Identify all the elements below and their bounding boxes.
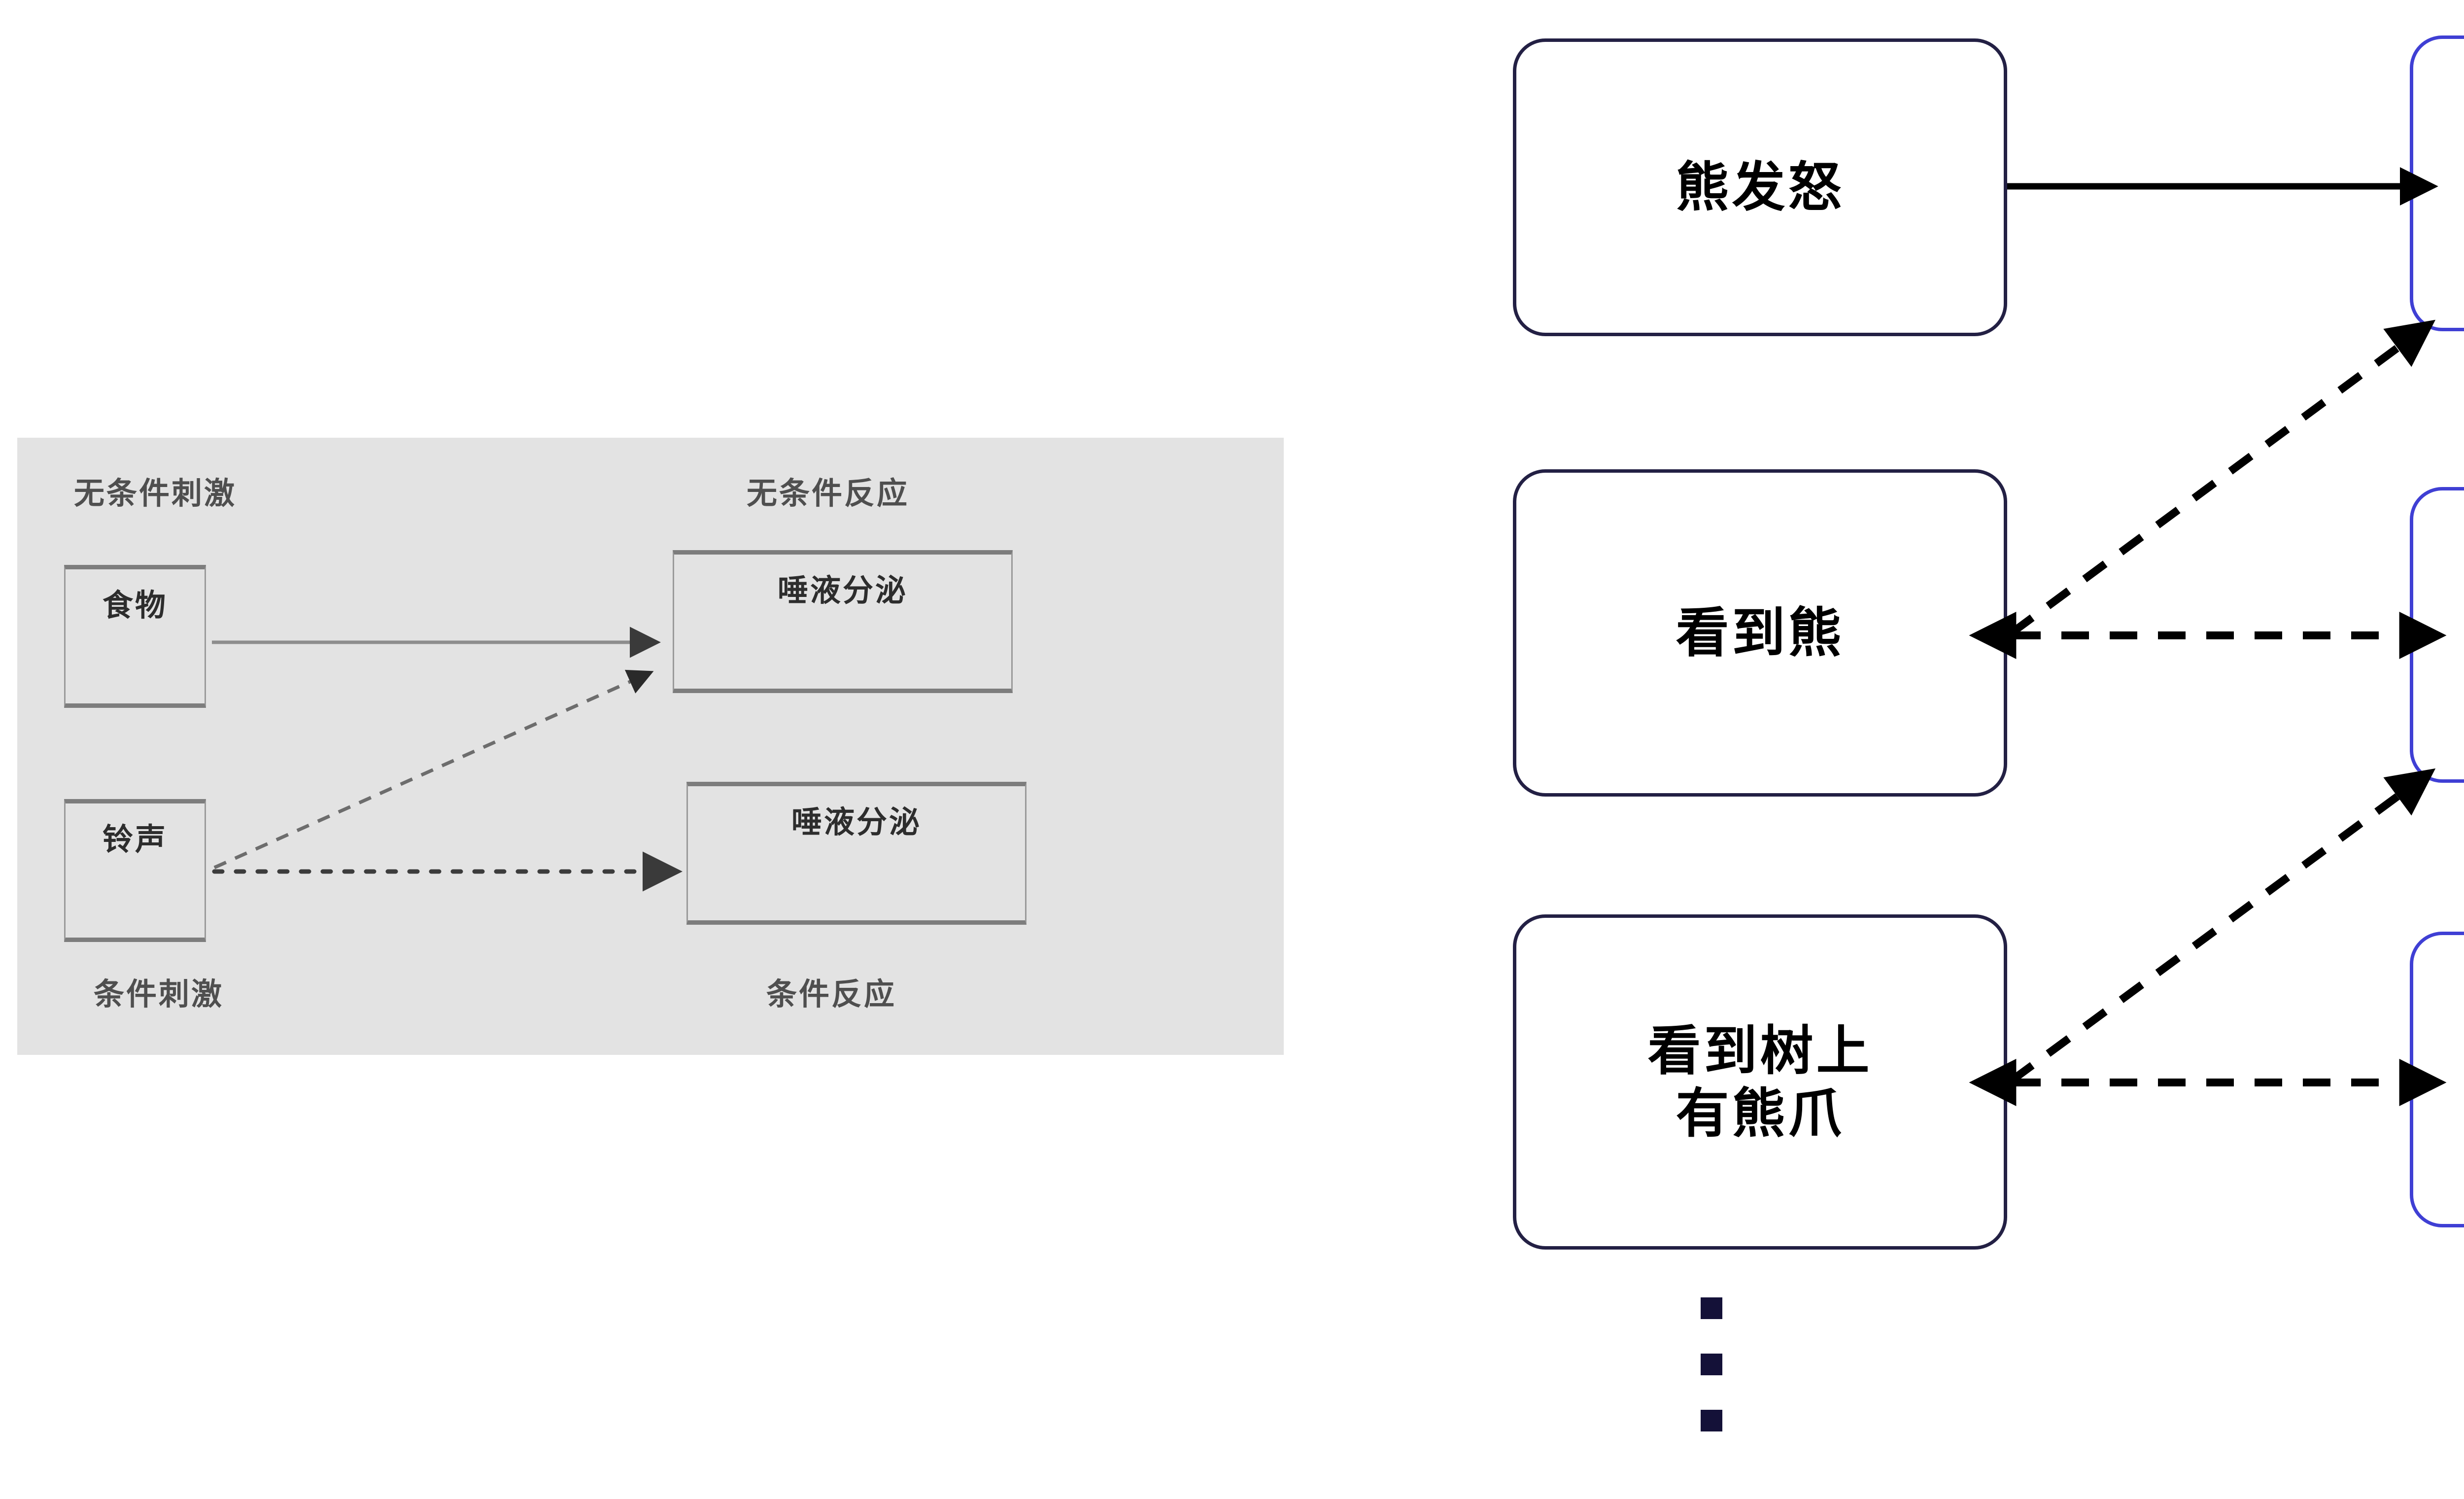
box-see-claw[interactable]: 看到树上 有熊爪 (1513, 914, 2007, 1250)
arrow-see-claw-to-v-s-prime (2009, 768, 2436, 1084)
box-salivation-conditioned-label: 唾液分泌 (791, 805, 922, 839)
label-unconditioned-response: 无条件反应 (747, 477, 910, 511)
box-bear-angry[interactable]: 熊发怒 (1513, 38, 2007, 336)
ellipsis-dot (1701, 1354, 1722, 1375)
rl-diagram-arrows (1969, 167, 2447, 1106)
box-bell: 铃声 (64, 799, 206, 942)
label-unconditioned-stimulus: 无条件刺激 (74, 477, 237, 511)
box-see-bear[interactable]: 看到熊 (1513, 469, 2007, 797)
ellipsis-dot (1701, 1297, 1722, 1319)
rl-diagram-panel: 熊发怒 看到熊 看到树上 有熊爪 奖励 V(s′) V(s) (1478, 0, 2464, 1499)
left-column-ellipsis (1701, 1297, 1722, 1466)
box-food: 食物 (64, 565, 206, 708)
box-see-bear-label: 看到熊 (1676, 603, 1845, 663)
label-conditioned-stimulus: 条件刺激 (94, 977, 224, 1011)
box-salivation-unconditioned: 唾液分泌 (673, 550, 1013, 693)
box-salivation-unconditioned-label: 唾液分泌 (777, 574, 908, 608)
box-bear-angry-label: 熊发怒 (1676, 157, 1845, 217)
arrow-see-bear-to-reward (2009, 319, 2436, 636)
arrow-bell-to-salivation-unconditioned (213, 669, 654, 870)
box-bell-label: 铃声 (102, 823, 168, 857)
classical-conditioning-panel: 无条件刺激 无条件反应 条件刺激 条件反应 食物 铃声 唾液分泌 唾液分泌 (17, 438, 1284, 1055)
classical-conditioning-arrows (212, 627, 683, 892)
box-see-claw-label: 看到树上 有熊爪 (1647, 1020, 1873, 1143)
box-food-label: 食物 (102, 589, 168, 623)
label-conditioned-response: 条件反应 (766, 977, 897, 1011)
ellipsis-dot (1701, 1410, 1722, 1431)
box-salivation-conditioned: 唾液分泌 (686, 782, 1027, 925)
